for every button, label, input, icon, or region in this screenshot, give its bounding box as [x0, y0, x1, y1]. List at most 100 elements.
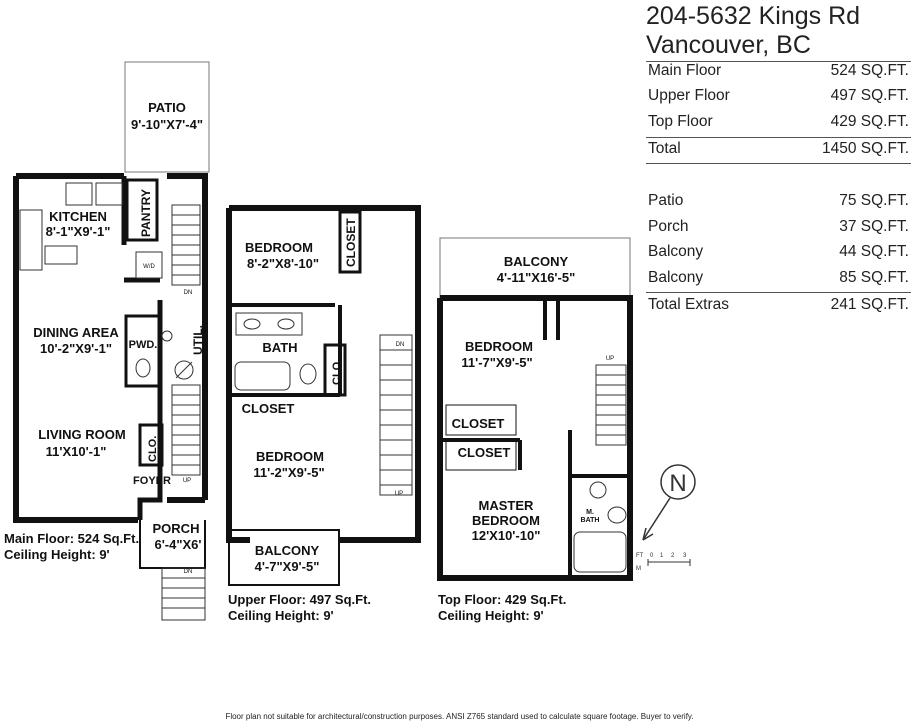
bedroom-1-dim: 8'-2"X8'-10"	[247, 256, 319, 271]
total-label: Total	[648, 140, 681, 157]
balcony-1-label: BALCONY	[255, 543, 320, 558]
bedroom-3-dim: 11'-7"X9'-5"	[461, 355, 532, 370]
svg-text:1: 1	[660, 553, 664, 559]
kitchen-dim: 8'-1"X9'-1"	[46, 224, 111, 239]
upper-toilet-icon	[299, 363, 317, 385]
bedroom-3-label: BEDROOM	[465, 339, 533, 354]
top-closet-1	[445, 404, 517, 436]
porch-dn-label: DN	[184, 569, 193, 575]
master-dim: 12'X10'-10"	[472, 528, 541, 543]
upper-closet-1	[338, 210, 362, 274]
svg-text:3: 3	[683, 553, 687, 559]
master-bathtub	[573, 531, 627, 573]
kitchen-label: KITCHEN	[49, 209, 107, 224]
total-value: 1450 SQ.FT.	[821, 140, 909, 157]
compass-label: N	[669, 470, 686, 497]
vanity	[235, 312, 303, 336]
balcony-1-dim: 4'-7"X9'-5"	[255, 559, 320, 574]
total-bottom-rule	[646, 163, 911, 164]
dining-label: DINING AREA	[33, 325, 119, 340]
main-floor-area: Main Floor: 524 Sq.Ft.	[4, 531, 139, 546]
master-bath-label-1: M.	[586, 509, 594, 516]
top-floor-walls	[437, 295, 633, 581]
washer-dryer	[135, 251, 163, 279]
upper-stairs	[379, 334, 413, 496]
main-stairs	[171, 204, 201, 476]
master-bath-sink	[589, 481, 607, 499]
table-top-rule	[646, 61, 911, 62]
scale-bar: FT M 0 1 2 3	[636, 553, 691, 572]
master-label: MASTER	[479, 498, 535, 513]
master-bath-label-2: BATH	[581, 517, 600, 524]
porch-label: PORCH	[153, 521, 200, 536]
svg-text:2: 2	[671, 553, 675, 559]
top-stairs	[595, 364, 627, 446]
bath-label: BATH	[262, 340, 297, 355]
main-floor-plan	[13, 61, 210, 621]
porch-dim: 6'-4"X6'	[154, 537, 201, 552]
top-closet-2-label: CLOSET	[458, 445, 511, 460]
extras-rule	[646, 292, 911, 293]
pwd-label: PWD.	[129, 339, 158, 351]
master-bedroom-label: BEDROOM	[472, 513, 540, 528]
kitchen-sink	[44, 245, 78, 265]
porch-stairs	[161, 567, 206, 621]
upper-floor-plan	[226, 205, 421, 586]
upper-balcony-outline	[228, 529, 340, 586]
total-rule	[646, 137, 911, 138]
patio-outline	[124, 61, 210, 173]
main-floor-ceiling: Ceiling Height: 9'	[4, 547, 110, 562]
upper-closet-1-label: CLOSET	[344, 218, 358, 267]
master-bath-toilet	[607, 506, 627, 524]
patio-label: PATIO	[148, 100, 186, 115]
stove	[65, 182, 93, 206]
north-compass-icon: N	[642, 464, 696, 541]
balcony-2-dim: 4'-11"X16'-5"	[497, 270, 576, 285]
top-floor-ceiling: Ceiling Height: 9'	[438, 608, 544, 623]
living-label: LIVING ROOM	[38, 427, 125, 442]
bathtub	[234, 361, 291, 391]
svg-text:FT: FT	[636, 553, 644, 559]
main-floor-walls	[13, 173, 208, 523]
patio-dim: 9'-10"X7'-4"	[131, 117, 203, 132]
total-extras-label: Total Extras	[648, 296, 729, 313]
address-line-2: Vancouver, BC	[646, 31, 811, 59]
foyer-closet-label: CLO.	[147, 436, 159, 462]
bedroom-1-label: BEDROOM	[245, 240, 313, 255]
svg-text:0: 0	[650, 553, 654, 559]
top-floor-area: Top Floor: 429 Sq.Ft.	[438, 592, 566, 607]
wd-label: W/D	[143, 264, 155, 270]
powder-room	[124, 314, 162, 388]
top-closet-1-label: CLOSET	[452, 416, 505, 431]
top-up-label: UP	[606, 356, 614, 362]
living-dim: 11'X10'-1"	[46, 444, 107, 459]
top-floor-plan	[437, 237, 633, 581]
upper-closet-3-label: CLOSET	[242, 401, 295, 416]
bedroom-2-label: BEDROOM	[256, 449, 324, 464]
upper-dn-label: DN	[396, 342, 405, 348]
upper-up-label: UP	[395, 491, 403, 497]
upper-closet-2	[323, 343, 347, 397]
upper-floor-ceiling: Ceiling Height: 9'	[228, 608, 334, 623]
util-label: UTIL.	[191, 325, 205, 355]
pantry-outline	[125, 178, 159, 242]
dining-dim: 10'-2"X9'-1"	[40, 341, 112, 356]
top-closet-2	[445, 439, 517, 471]
fridge	[95, 182, 123, 206]
toilet-icon	[135, 358, 151, 378]
total-extras-value: 241 SQ.FT.	[830, 296, 909, 313]
main-up-label: UP	[183, 478, 191, 484]
main-dn-label: DN	[184, 290, 193, 296]
svg-text:M: M	[636, 566, 641, 572]
disclaimer: Floor plan not suitable for architectura…	[225, 712, 694, 721]
upper-closet-2-label: CLO.	[331, 359, 343, 385]
bedroom-2-dim: 11'-2"X9'-5"	[253, 465, 324, 480]
